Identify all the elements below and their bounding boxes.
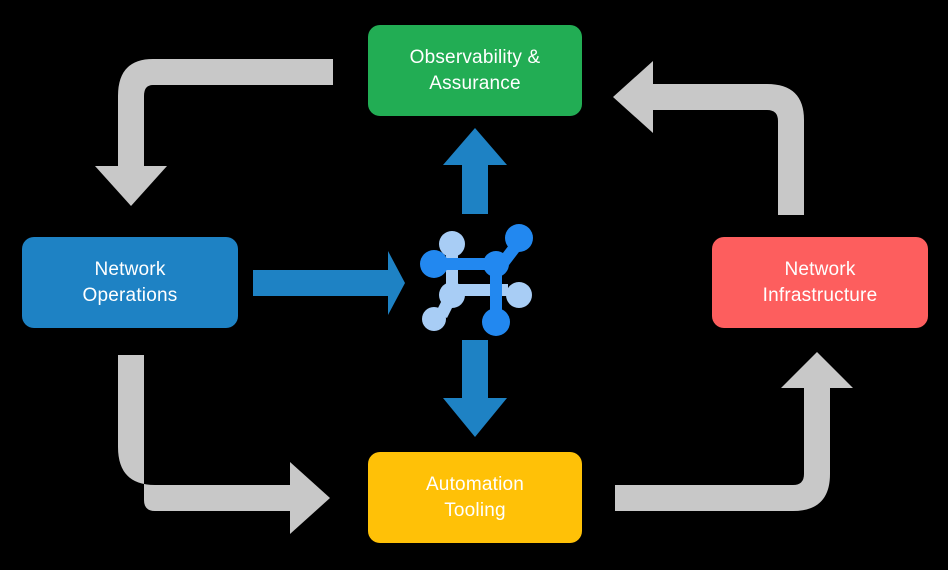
connector-infrastructure-to-observability: [613, 61, 804, 215]
connector-automation-to-infrastructure: [615, 352, 853, 511]
node-automation-tooling[interactable]: Automation Tooling: [368, 452, 582, 543]
node-network-infrastructure[interactable]: Network Infrastructure: [712, 237, 928, 328]
connector-operations-to-automation: [118, 355, 330, 534]
connector-operations-to-center: [253, 251, 405, 315]
connector-center-to-automation: [443, 340, 507, 437]
node-observability-assurance[interactable]: Observability & Assurance: [368, 25, 582, 116]
node-operations-label: Network Operations: [82, 259, 178, 306]
connector-observability-to-operations: [95, 59, 333, 206]
network-topology-icon-glyph: [420, 224, 533, 336]
node-automation-label: Automation Tooling: [425, 474, 525, 521]
node-infrastructure-label: Network Infrastructure: [762, 259, 878, 306]
node-observability-label: Observability & Assurance: [409, 47, 541, 94]
node-network-operations[interactable]: Network Operations: [22, 237, 238, 328]
topology-dark-nodes: [420, 224, 533, 336]
connector-center-to-observability: [443, 128, 507, 214]
topology-light-nodes: [422, 231, 532, 331]
